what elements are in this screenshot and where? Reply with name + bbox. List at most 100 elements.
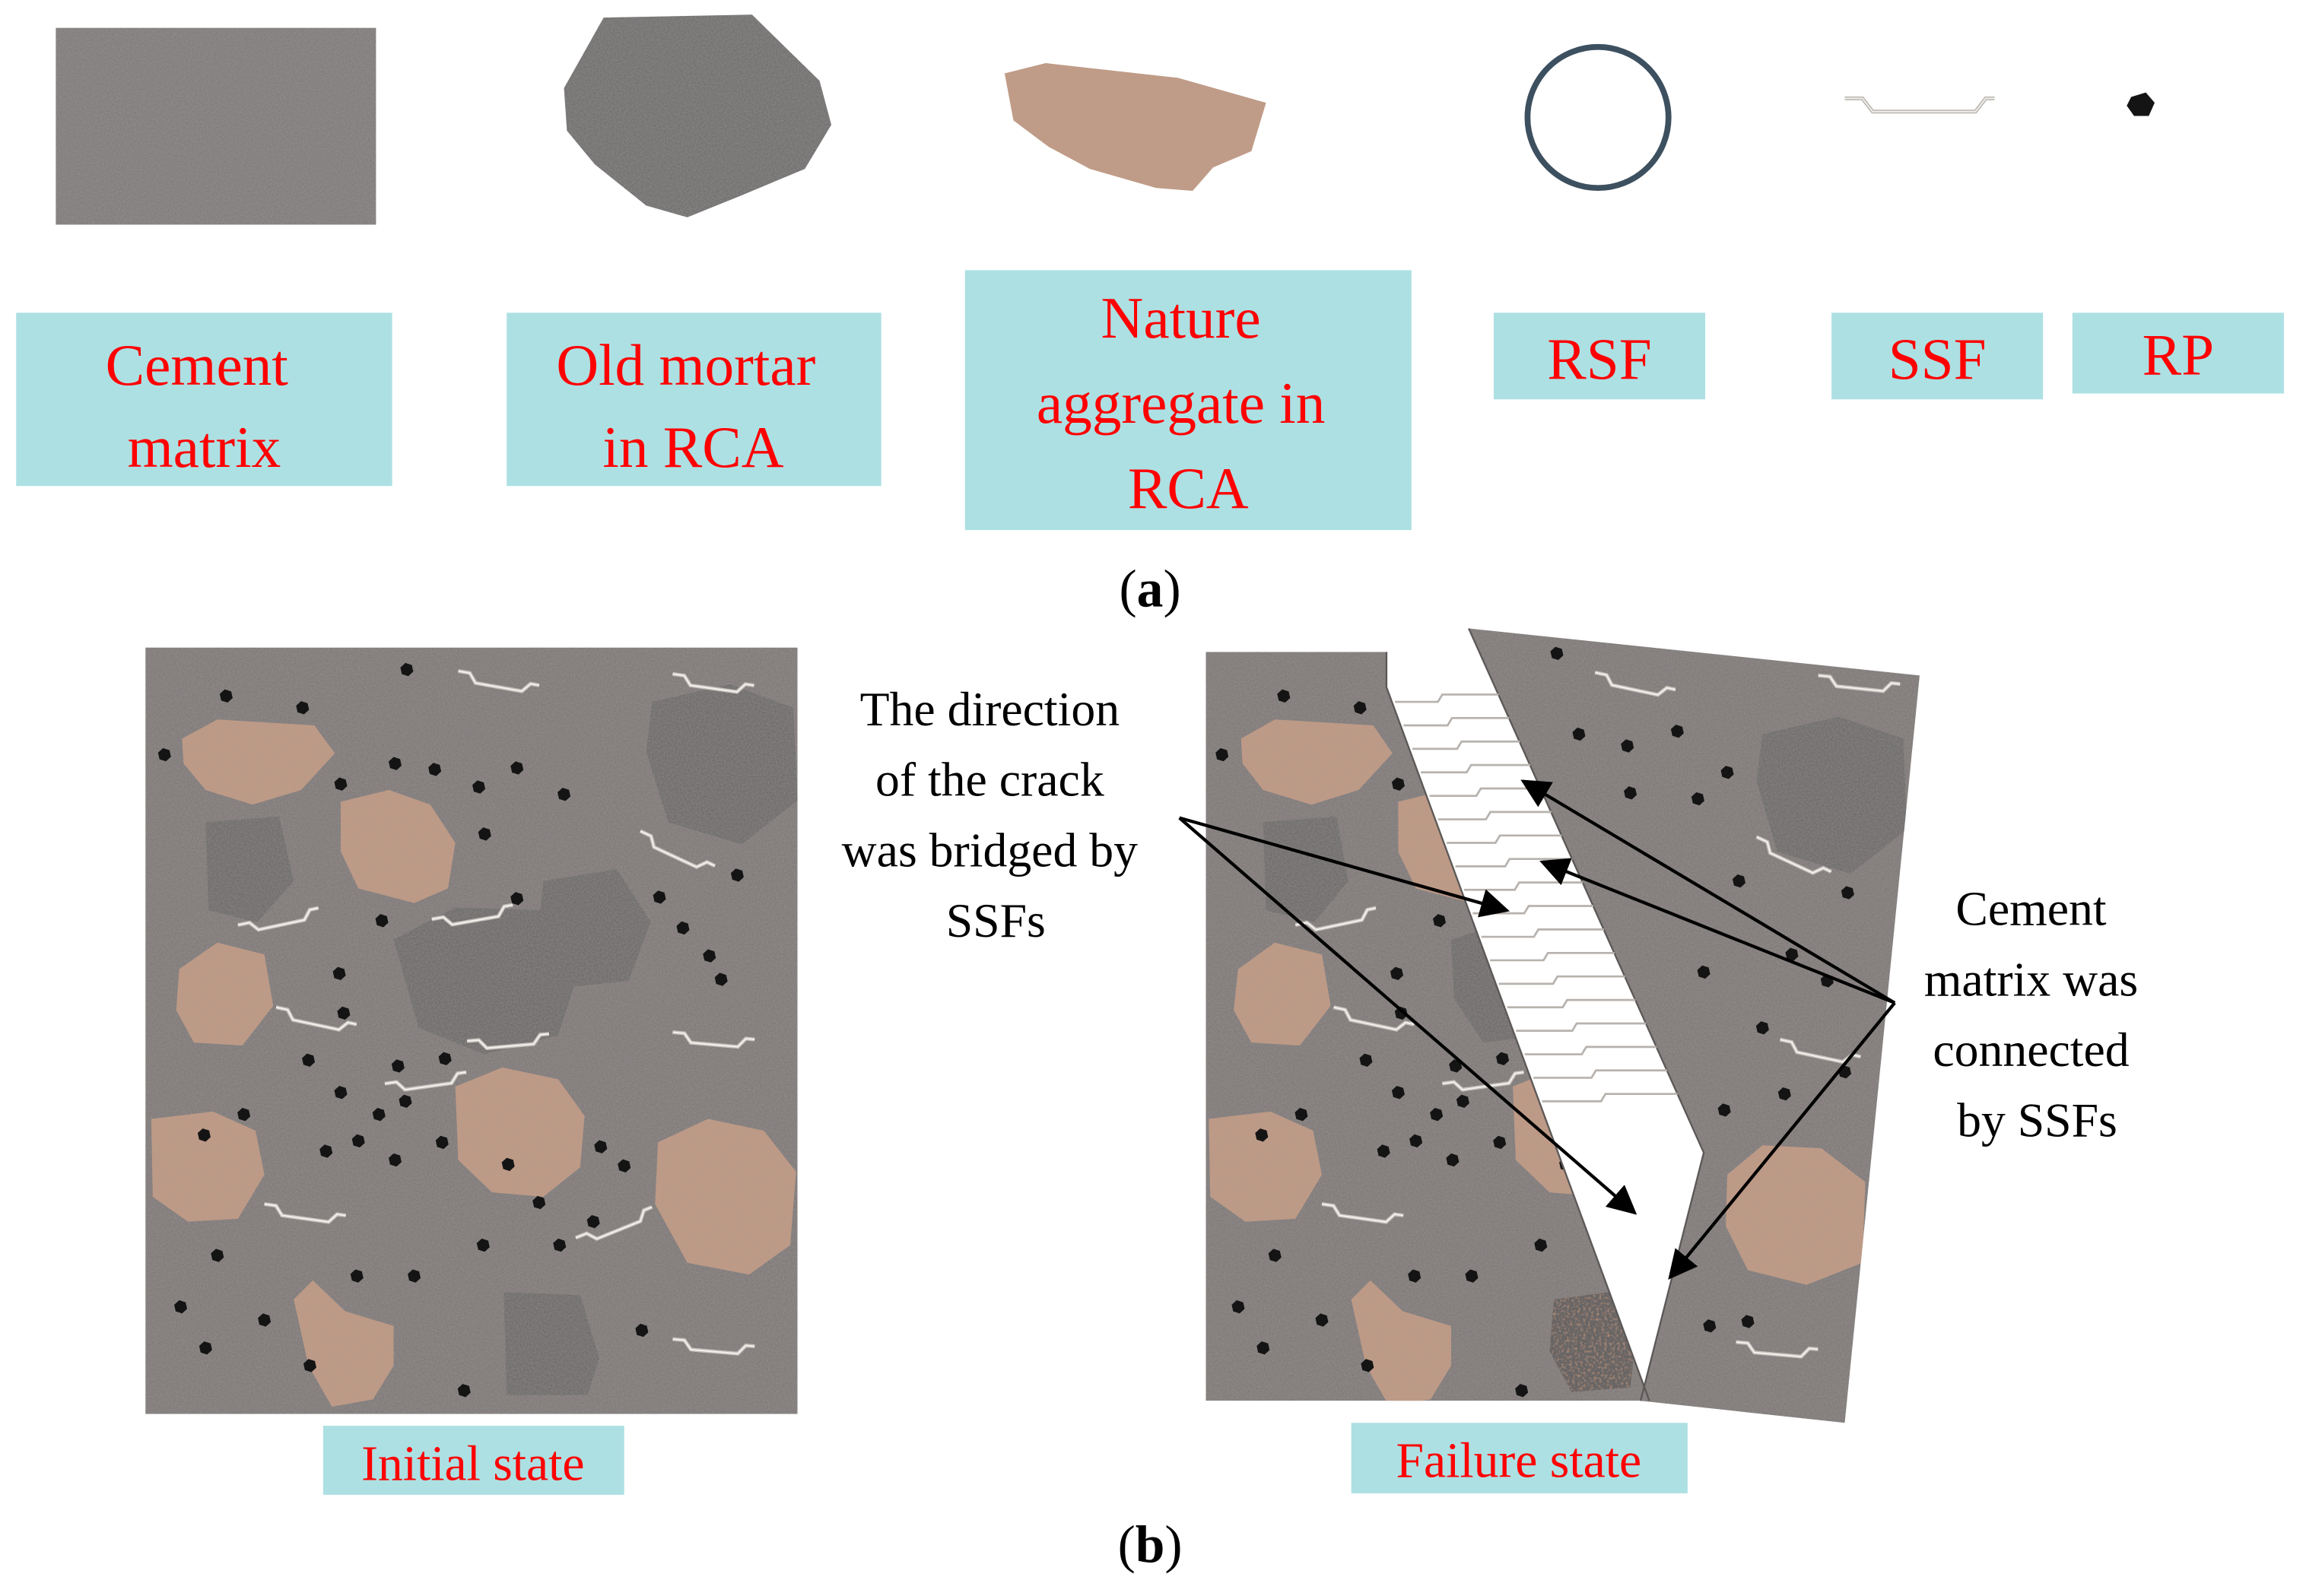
rp-particle [351, 1134, 365, 1148]
rp-particle [1255, 1128, 1269, 1142]
rp-particle [400, 662, 414, 677]
rp-particle [319, 1144, 333, 1158]
rp-particle [1550, 646, 1564, 661]
rp-particle [1231, 1300, 1245, 1314]
aggregate-piece [1209, 1111, 1323, 1222]
arrow-crack-upper [1179, 816, 1510, 918]
ssf-fiber [275, 1005, 357, 1032]
rp-particle [197, 1128, 211, 1142]
rp-particle [1777, 1087, 1791, 1101]
legend-labels: Cement matrix Old mortar in RCA Nature a… [16, 270, 2284, 531]
ssf-fiber [639, 829, 716, 870]
ssf-fiber [1321, 1202, 1404, 1224]
arrow-matrix-1 [1520, 779, 1896, 1004]
rp-particle [174, 1300, 188, 1314]
rp-particle [1572, 727, 1586, 741]
ssf-fiber [1333, 1005, 1415, 1032]
ssf-fiber [672, 1030, 755, 1049]
rp-particle [1741, 1315, 1755, 1328]
rp-particle [594, 1140, 608, 1153]
rp-particle [676, 921, 690, 935]
panel-a-caption: (a) [1120, 560, 1181, 619]
rp-particle [1433, 914, 1446, 928]
rp-particle [1359, 1053, 1373, 1067]
rp-particle [237, 1108, 251, 1122]
rp-particle [1446, 757, 1460, 770]
rp-particle [1670, 725, 1684, 738]
aggregate-piece [151, 1111, 265, 1222]
bridging-ssf [1463, 881, 1584, 891]
rp-particle [703, 949, 716, 963]
rp-particle [1534, 1238, 1548, 1252]
rp-particle [532, 1195, 546, 1210]
rp-particle [1732, 874, 1746, 888]
rp-particle [1568, 892, 1581, 906]
legend-label-box-aggregate [964, 270, 1412, 531]
rp-particle [219, 689, 233, 703]
aggregate-piece [655, 1118, 796, 1275]
rp-particle [211, 1249, 224, 1262]
rp-particle [1621, 739, 1634, 753]
rp-particle [1394, 1006, 1408, 1020]
rp-particle [1294, 1108, 1308, 1122]
bridging-ssf [1394, 693, 1499, 703]
ssf-fiber [1818, 673, 1901, 693]
bridging-ssf [1403, 716, 1510, 727]
bridging-ssf [1437, 811, 1552, 820]
rp-particle [372, 1108, 386, 1122]
rp-particle [350, 1269, 364, 1283]
aggregate-piece [176, 942, 274, 1045]
rp-particle [1430, 1108, 1444, 1122]
mortar-piece [393, 907, 576, 1055]
rp-particle [1590, 1195, 1603, 1210]
rp-particle [296, 701, 310, 715]
bridging-ssf [1542, 1093, 1678, 1103]
legend-label-mortar: Old mortar in RCA [556, 332, 830, 480]
rp-particle [1315, 1313, 1329, 1327]
rp-particle [157, 747, 171, 762]
rp-particle [388, 757, 402, 770]
rp-particle [1717, 1103, 1731, 1117]
rp-particle [1610, 1238, 1624, 1252]
ssf-fiber [575, 1205, 653, 1242]
rp-particle [1390, 966, 1403, 981]
ssf-fiber [1594, 670, 1676, 697]
rp-particle [1644, 1215, 1650, 1229]
rp-particle [653, 890, 666, 904]
rp-particle [1496, 1052, 1510, 1066]
rp-particle [1456, 1094, 1469, 1109]
rp-particle [1515, 1384, 1529, 1398]
legend-label-box-rsf [1493, 313, 1706, 400]
rp-particle [510, 761, 524, 775]
rp-particle [510, 892, 524, 906]
ssf-fiber [237, 906, 319, 932]
annotation-arrows [1178, 779, 1896, 1280]
bridging-ssf [1516, 1022, 1647, 1032]
rp-particle [1391, 777, 1405, 791]
legend-label-rsf: RSF [1547, 326, 1651, 392]
bridging-ssf [1429, 787, 1541, 798]
rp-particle [1391, 1086, 1405, 1099]
rp-particle [586, 1215, 600, 1229]
bridging-ssf [1533, 1069, 1668, 1079]
rp-particle [1536, 827, 1549, 841]
bridging-ssf [1524, 1045, 1657, 1055]
rp-particle [1652, 1141, 1665, 1153]
mortar-piece [1263, 816, 1348, 922]
mortar-piece [503, 1292, 599, 1395]
bridging-ssf [1498, 975, 1625, 985]
rp-particle [1377, 1144, 1390, 1158]
failure-state-label: Failure state [1396, 1433, 1641, 1489]
rp-particle [334, 777, 348, 791]
legend-label-box-cement [16, 313, 392, 487]
ssf-fiber [672, 1337, 755, 1356]
rp-particle [553, 1238, 567, 1252]
bridging-ssf [1481, 928, 1604, 938]
rp-particle [399, 1094, 412, 1109]
ssf-fiber [384, 1070, 467, 1092]
cement-matrix-swatch [56, 27, 376, 225]
rp-particle [1215, 747, 1229, 762]
failure-state-specimen [1206, 628, 1920, 1423]
bridging-ssf [1507, 998, 1636, 1009]
